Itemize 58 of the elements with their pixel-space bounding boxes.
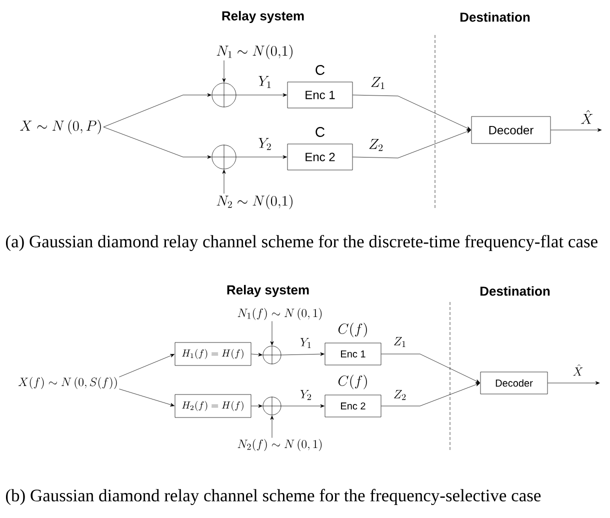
- signal-label: $Y_2$: [299, 389, 313, 401]
- signal-label: $Z_2$: [367, 138, 385, 152]
- signal-label: $X\sim N\left(0,P\right)$: [20, 120, 101, 134]
- signal-label: $Y_1$: [299, 337, 313, 349]
- arrow: [352, 94, 472, 130]
- block-box: Decoder: [471, 116, 551, 144]
- arrow: [251, 352, 262, 356]
- adder-circle: [212, 144, 236, 170]
- signal-label: $\hat{X}$: [580, 109, 594, 125]
- arrow: [119, 388, 174, 406]
- section-heading: Relay system: [227, 284, 309, 298]
- signal-label: $N_1\sim N(0{,}1)$: [216, 44, 292, 60]
- arrow: [119, 354, 174, 378]
- caption: (b) Gaussian diamond relay channel scheme for the frequency-selective case: [6, 488, 541, 506]
- capacity-label: C: [316, 127, 325, 137]
- block-box: Enc 1: [287, 82, 353, 108]
- arrow: [270, 321, 274, 346]
- signal-label: $Y_2$: [257, 137, 273, 151]
- adder-circle: [262, 396, 282, 416]
- signal-label: $Z_1$: [392, 336, 408, 348]
- arrow: [548, 381, 600, 385]
- arrow: [251, 404, 262, 408]
- arrow: [281, 352, 324, 356]
- arrow: [236, 155, 287, 159]
- adder-circle: [262, 346, 282, 364]
- signal-label: $Y_1$: [257, 75, 273, 89]
- arrow: [381, 382, 480, 406]
- signal-label: $N_2(f)\sim N\left(0,1\right)$: [238, 439, 322, 451]
- block-box: Enc 2: [287, 144, 353, 170]
- signal-label: $Z_1$: [369, 76, 387, 90]
- adder-circle: [212, 82, 236, 108]
- signal-label: $X(f)\sim N\left(0,S(f)\right)$: [18, 377, 117, 389]
- section-heading: Relay system: [222, 10, 304, 24]
- capacity-label: $C(f)$: [338, 374, 367, 390]
- block-box: $H_1(f)=H(f)$: [174, 342, 252, 366]
- signal-label: $N_2\sim N(0{,}1)$: [216, 194, 292, 210]
- section-heading: Destination: [460, 12, 530, 22]
- caption: (a) Gaussian diamond relay channel scheme for the discrete-time frequency-flat case: [6, 234, 598, 252]
- arrow: [550, 128, 602, 132]
- arrow: [281, 404, 324, 408]
- capacity-label: $C(f)$: [338, 322, 367, 338]
- signal-label: $\hat{X}$: [572, 363, 584, 377]
- arrow: [352, 130, 471, 158]
- block-box: Enc 1: [324, 342, 382, 366]
- capacity-label: C: [316, 65, 325, 75]
- section-heading: Destination: [480, 286, 550, 296]
- arrow: [381, 354, 480, 383]
- arrow: [222, 170, 226, 194]
- signal-label: $N_1(f)\sim N\left(0,1\right)$: [238, 308, 322, 320]
- signal-label: $Z_2$: [392, 389, 408, 401]
- block-box: Decoder: [480, 372, 548, 394]
- block-box: $H_2(f)=H(f)$: [174, 394, 252, 418]
- arrow: [103, 93, 212, 128]
- arrow: [270, 416, 274, 438]
- arrow: [236, 93, 287, 97]
- arrow: [222, 60, 226, 82]
- arrow: [103, 126, 212, 159]
- block-box: Enc 2: [324, 394, 382, 418]
